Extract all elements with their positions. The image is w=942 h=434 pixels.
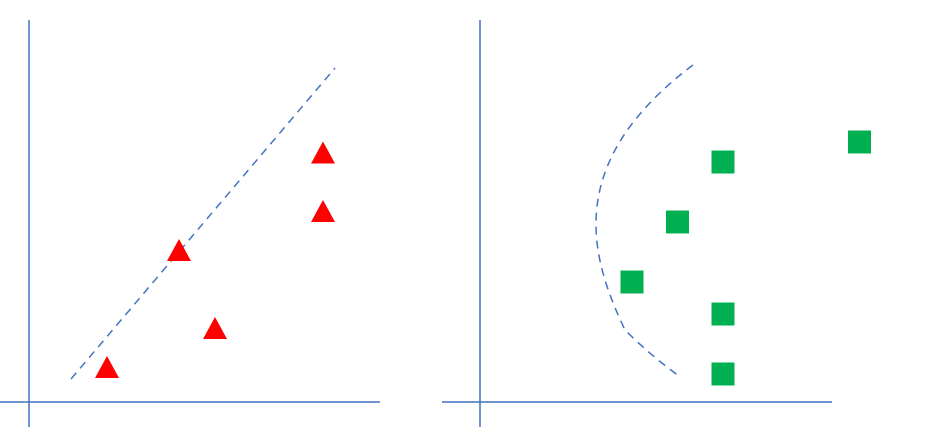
left-markers xyxy=(95,141,335,378)
triangle-point xyxy=(203,317,227,339)
square-point xyxy=(711,302,735,326)
triangle-point xyxy=(95,356,119,378)
triangle-point xyxy=(167,239,191,261)
square-point xyxy=(711,362,735,386)
square-point xyxy=(848,130,871,154)
left-linear-fit-line xyxy=(70,67,336,380)
triangle-point xyxy=(311,141,335,164)
triangle-point xyxy=(311,200,335,222)
curve-fit-panel xyxy=(442,20,871,427)
square-point xyxy=(666,210,689,234)
right-markers xyxy=(620,130,871,386)
square-point xyxy=(620,270,644,294)
square-point xyxy=(711,150,735,174)
right-curve-fit-line xyxy=(595,64,694,377)
linear-fit-panel xyxy=(0,20,380,427)
